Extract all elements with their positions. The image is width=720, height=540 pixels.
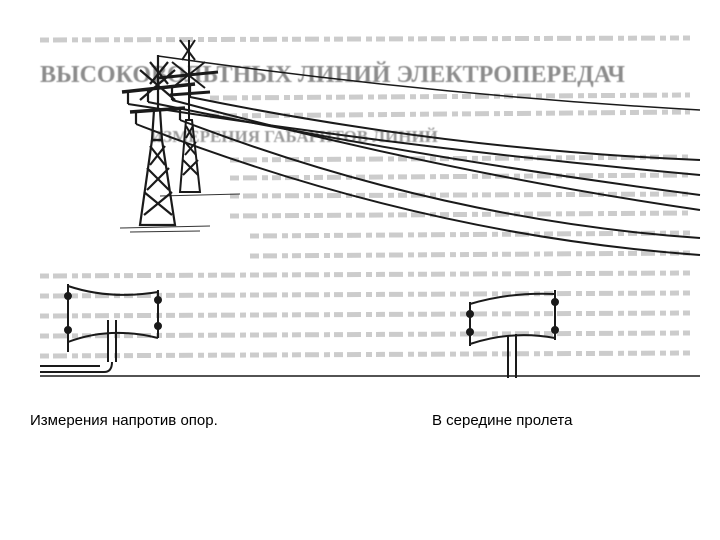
ground-hatching: [119, 193, 241, 233]
caption-measurement-at-towers: Измерения напротив опор.: [30, 412, 218, 429]
background-text-line-1: ВЫСОКОВОЛЬТНЫХ ЛИНИЙ ЭЛЕКТРОПЕРЕДАЧ: [40, 62, 625, 88]
background-text-line-2: ИЗМЕРЕНИЯ ГАБАРИТОВ ЛИНИЙ: [150, 127, 438, 146]
measuring-gauge-icon: [40, 284, 162, 373]
caption-mid-span: В середине пролета: [432, 412, 573, 429]
transmission-line-illustration: ВЫСОКОВОЛЬТНЫХ ЛИНИЙ ЭЛЕКТРОПЕРЕДАЧ ИЗМЕ…: [39, 35, 701, 378]
lattice-tower-icon: [121, 55, 196, 227]
power-line-conductors: [127, 55, 701, 256]
background-book-text: ВЫСОКОВОЛЬТНЫХ ЛИНИЙ ЭЛЕКТРОПЕРЕДАЧ ИЗМЕ…: [40, 62, 625, 146]
measuring-gauge-icon: [466, 290, 559, 378]
background-text-rows: [39, 35, 691, 359]
